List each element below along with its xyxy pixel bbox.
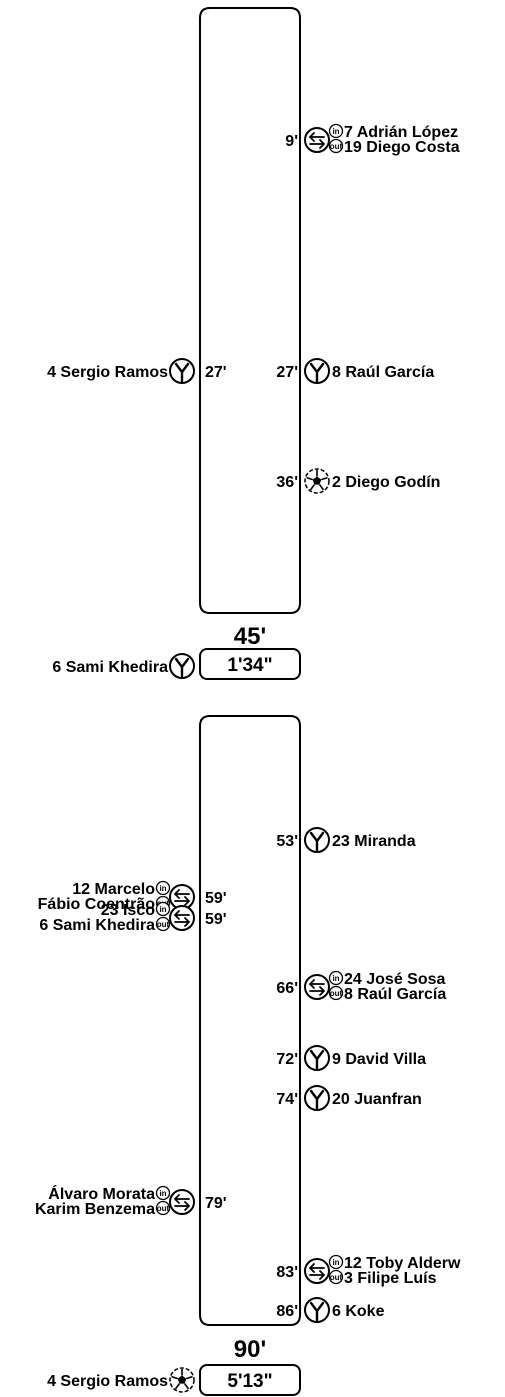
in-badge-icon-text: in [332,974,339,983]
substitution-icon [169,1189,195,1215]
event-minute: 86' [276,1303,298,1320]
out-badge-icon: out [155,1200,171,1216]
player-out-name: 8 Raúl García [344,986,446,1003]
first-half-stoppage-label: 1'34" [227,655,272,676]
yellow-card-icon [304,1045,330,1071]
player-name: 23 Miranda [332,833,416,850]
second-half-stoppage-label: 5'13" [227,1371,272,1392]
in-badge-icon: in [328,123,344,139]
player-out-name: 3 Filipe Luís [344,1270,437,1287]
event-minute: 59' [205,890,227,907]
substitution-icon [304,974,330,1000]
player-out-name: 6 Sami Khedira [39,917,155,934]
player-in-name: 12 Marcelo [72,881,155,898]
out-badge-icon-text: out [330,142,343,151]
first-half-frame [199,7,301,614]
out-badge-icon-text: out [330,989,343,998]
out-badge-icon: out [155,916,171,932]
timeline-frames: 45' 90' 1'34" 5'13" [199,7,301,1396]
in-badge-icon: in [328,970,344,986]
event-minute: 36' [276,474,298,491]
player-name: 4 Sergio Ramos [47,364,168,381]
second-half-frame [199,715,301,1326]
substitution-icon [169,884,195,910]
out-badge-icon-text: out [157,920,170,929]
in-badge-icon: in [155,1185,171,1201]
in-badge-icon: in [155,901,171,917]
in-badge-icon-text: in [159,1189,166,1198]
in-badge-icon-text: in [332,1258,339,1267]
event-minute: 59' [205,911,227,928]
substitution-icon [169,905,195,931]
out-badge-icon-text: out [330,1273,343,1282]
football-icon [169,1367,195,1393]
event-minute: 9' [285,133,298,150]
event-minute: 79' [205,1195,227,1212]
event-minute: 72' [276,1051,298,1068]
football-icon [304,468,330,494]
player-out-name: Fábio Coentrão [38,896,156,913]
in-badge-icon: in [328,1254,344,1270]
out-badge-icon: out [328,138,344,154]
player-name: 20 Juanfran [332,1091,422,1108]
event-minute: 74' [276,1091,298,1108]
in-badge-icon: in [155,880,171,896]
player-out-name: Karim Benzema [35,1201,155,1218]
yellow-card-icon [304,827,330,853]
player-in-name: 23 Isco [101,902,155,919]
in-badge-icon-text: in [159,905,166,914]
substitution-icon [304,127,330,153]
event-minute: 27' [205,364,227,381]
second-half-stoppage-box [199,1364,301,1396]
player-name: 9 David Villa [332,1051,426,1068]
in-badge-icon-text: in [332,127,339,136]
first-half-stoppage-box [199,648,301,680]
yellow-card-icon [304,1085,330,1111]
half-time-label: 45' [234,623,266,650]
player-name: 6 Sami Khedira [52,659,168,676]
player-name: 4 Sergio Ramos [47,1373,168,1390]
player-name: 2 Diego Godín [332,474,440,491]
event-minute: 53' [276,833,298,850]
out-badge-icon: out [328,985,344,1001]
event-minute: 83' [276,1264,298,1281]
player-in-name: 24 José Sosa [344,971,446,988]
player-in-name: 12 Toby Alderw [344,1255,461,1272]
player-in-name: 7 Adrián López [344,124,458,141]
yellow-card-icon [304,358,330,384]
yellow-card-icon [169,653,195,679]
in-badge-icon-text: in [159,884,166,893]
out-badge-icon: out [328,1269,344,1285]
player-name: 8 Raúl García [332,364,434,381]
yellow-card-icon [304,1297,330,1323]
out-badge-icon-text: out [157,1204,170,1213]
event-minute: 66' [276,980,298,997]
substitution-icon [304,1258,330,1284]
player-name: 6 Koke [332,1303,385,1320]
full-time-label: 90' [234,1336,266,1363]
yellow-card-icon [169,358,195,384]
event-minute: 27' [276,364,298,381]
player-in-name: Álvaro Morata [48,1184,155,1203]
player-out-name: 19 Diego Costa [344,139,460,156]
